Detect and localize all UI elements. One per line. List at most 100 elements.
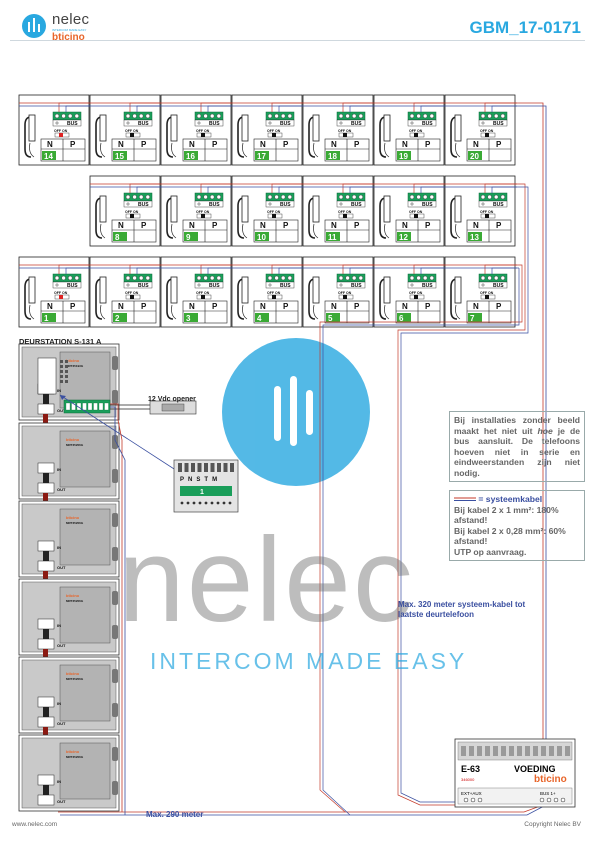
module-face bbox=[59, 508, 111, 566]
off-on-label: OFF ON bbox=[338, 129, 352, 133]
switch-knob bbox=[59, 133, 63, 137]
switch-knob bbox=[485, 214, 489, 218]
p-label: P bbox=[283, 302, 289, 311]
switch-knob bbox=[343, 295, 347, 299]
p-label: P bbox=[70, 302, 76, 311]
terminal-screw-icon bbox=[287, 275, 292, 281]
vent-slot-icon bbox=[533, 746, 538, 756]
terminal-slot-icon bbox=[104, 402, 109, 411]
handset-cord-icon bbox=[29, 142, 35, 158]
bus-label-box bbox=[407, 281, 437, 289]
bus-label: BUS bbox=[209, 283, 220, 289]
handset-body bbox=[28, 276, 36, 304]
vent-slot-icon bbox=[549, 746, 554, 756]
document-code: GBM_17-0171 bbox=[469, 18, 581, 37]
address-badge bbox=[397, 313, 411, 322]
terminal-screw-icon bbox=[409, 194, 415, 200]
zoom-pointer bbox=[59, 394, 189, 479]
bus-label-box bbox=[123, 200, 153, 208]
switch-knob bbox=[59, 295, 63, 299]
out-connector bbox=[37, 794, 55, 806]
phone-address-label: 17 bbox=[257, 152, 266, 161]
handset-icon bbox=[308, 197, 316, 239]
handset-icon bbox=[237, 197, 245, 239]
n-label: N bbox=[118, 221, 124, 230]
bus-label: BUS bbox=[67, 283, 78, 289]
n-label: N bbox=[260, 140, 266, 149]
bus-label: BUS bbox=[351, 283, 362, 289]
terminal-screw-icon bbox=[138, 113, 144, 119]
handset-icon bbox=[95, 278, 103, 320]
power-supply-ext-label: EXT+AUX bbox=[461, 791, 482, 796]
off-on-label: OFF ON bbox=[54, 291, 68, 295]
out-connector bbox=[37, 638, 55, 650]
terminal-screw-icon bbox=[463, 797, 469, 803]
handset-body bbox=[241, 114, 249, 142]
module-clip bbox=[112, 625, 118, 639]
off-on-label: OFF ON bbox=[196, 210, 210, 214]
handset-icon bbox=[24, 116, 32, 158]
handset-body bbox=[241, 276, 249, 304]
logo-tagline: INTERCOM MADE EASY bbox=[52, 28, 87, 32]
terminal-screw-icon bbox=[480, 275, 486, 281]
polarity-icon bbox=[268, 202, 272, 206]
off-on-label: OFF ON bbox=[125, 210, 139, 214]
handset-icon bbox=[237, 278, 245, 320]
terminal-screw-icon bbox=[196, 275, 202, 281]
keypad-key-icon bbox=[65, 360, 68, 363]
polarity-icon bbox=[268, 121, 272, 125]
keypad-key-icon bbox=[65, 375, 68, 378]
module-code: MRT35206G bbox=[66, 521, 84, 525]
switch-knob bbox=[343, 133, 347, 137]
handset-cord-icon bbox=[100, 304, 106, 320]
bus-label-box bbox=[123, 119, 153, 127]
handset-cord-icon bbox=[171, 304, 177, 320]
address-badge bbox=[397, 151, 411, 160]
terminal-screw-icon bbox=[560, 797, 566, 803]
module-code: MRT35206G bbox=[66, 599, 84, 603]
p-label: P bbox=[212, 221, 218, 230]
vent-slot-icon bbox=[477, 746, 482, 756]
handset-cord-icon bbox=[313, 223, 319, 239]
address-badge bbox=[326, 313, 340, 322]
zoom-pin-icon bbox=[230, 463, 234, 472]
handset-icon bbox=[450, 278, 458, 320]
in-label: IN bbox=[57, 701, 61, 706]
out-connector bbox=[37, 716, 55, 728]
p-label: P bbox=[496, 221, 502, 230]
terminal-screw-icon bbox=[494, 194, 499, 200]
off-on-label: OFF ON bbox=[338, 291, 352, 295]
switch-knob bbox=[272, 295, 276, 299]
terminal-screw-icon bbox=[494, 113, 499, 119]
handset-cord-icon bbox=[242, 304, 248, 320]
module-clip bbox=[112, 356, 118, 370]
out-connector bbox=[37, 482, 55, 494]
cable-note-3: UTP op aanvraag. bbox=[454, 546, 527, 557]
power-supply-name: VOEDING bbox=[514, 764, 556, 774]
terminal-screw-icon bbox=[338, 275, 344, 281]
n-label: N bbox=[47, 302, 53, 311]
power-supply-code: 346000 bbox=[461, 777, 475, 782]
terminal-screw-icon bbox=[138, 275, 144, 281]
module-clip bbox=[112, 547, 118, 561]
terminal-screw-icon bbox=[487, 113, 492, 119]
bus-label: BUS bbox=[351, 121, 362, 127]
polarity-icon bbox=[55, 121, 59, 125]
phone-address-label: 14 bbox=[44, 152, 53, 161]
switch-knob bbox=[272, 133, 276, 137]
phone-address-label: 11 bbox=[328, 233, 337, 242]
bus-label: BUS bbox=[351, 202, 362, 208]
terminal-screw-icon bbox=[267, 194, 273, 200]
terminal-slot-icon bbox=[98, 402, 104, 411]
phone-address-label: 5 bbox=[328, 314, 333, 323]
off-on-label: OFF ON bbox=[480, 210, 494, 214]
address-badge bbox=[42, 313, 56, 322]
switch-knob bbox=[414, 295, 418, 299]
watermark-word: nelec bbox=[118, 513, 415, 647]
terminal-screw-icon bbox=[209, 275, 215, 281]
